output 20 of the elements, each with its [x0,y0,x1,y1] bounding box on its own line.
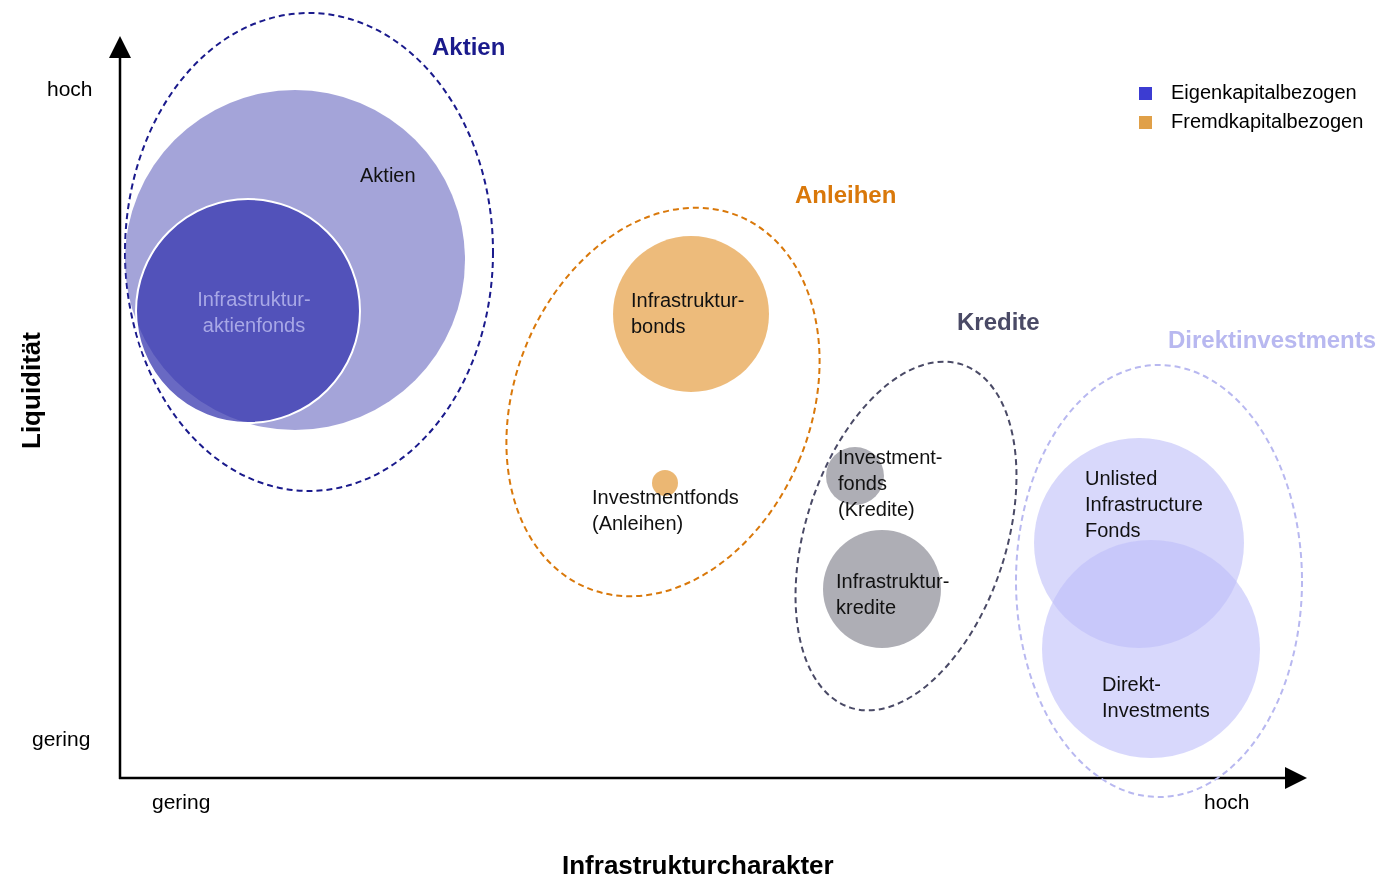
circle-label: Investmentfonds (Anleihen) [592,485,740,536]
axis-tick-label: hoch [47,77,93,101]
group-heading: Direktinvestments [1168,326,1377,354]
circle-label: Investment- fonds (Kredite) [838,445,944,522]
group-heading: Kredite [957,308,1040,336]
group-heading: Aktien [432,33,506,61]
axis-tick-label: gering [32,727,91,751]
group-heading: Anleihen [795,181,897,209]
circle-label: Infrastruktur- aktienfonds [196,287,312,338]
legend-label: Eigenkapitalbezogen [1171,81,1357,104]
axis-title: Infrastrukturcharakter [562,850,834,881]
circle-label: Unlisted Infrastructure Fonds [1085,466,1204,543]
circle-label: Aktien [360,163,417,188]
axis-tick-label: gering [152,790,211,814]
circle-label: Infrastruktur- bonds [631,288,746,339]
axis-tick-label: hoch [1204,790,1250,814]
circle-label: Infrastruktur- kredite [836,569,951,620]
legend-label: Fremdkapitalbezogen [1171,110,1364,133]
circle-label: Direkt- Investments [1102,672,1211,723]
axis-title: Liquidität [16,332,47,449]
